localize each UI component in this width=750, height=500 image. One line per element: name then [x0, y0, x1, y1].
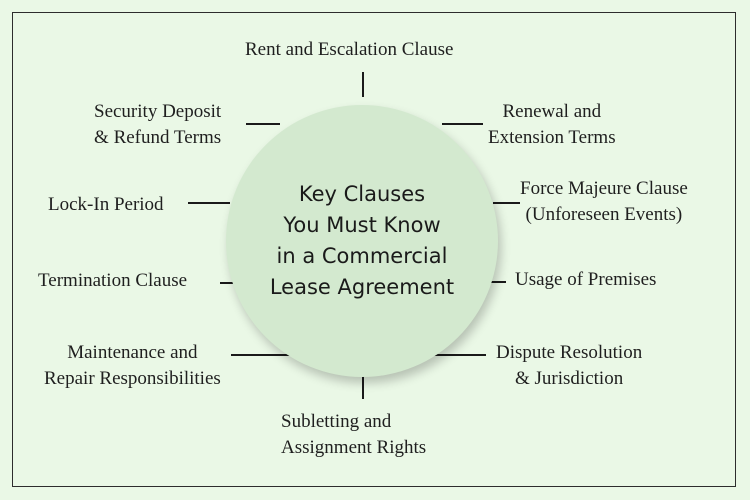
- clause-force-majeure: Force Majeure Clause (Unforeseen Events): [520, 178, 688, 225]
- clause-subletting-assignment: Subletting and Assignment Rights: [281, 411, 427, 458]
- clause-security-deposit: Security Deposit & Refund Terms: [94, 101, 222, 148]
- clause-maintenance-repair: Maintenance and Repair Responsibilities: [44, 342, 221, 389]
- clause-rent-escalation: Rent and Escalation Clause: [245, 39, 454, 60]
- diagram-frame: [12, 12, 736, 487]
- clause-usage-of-premises: Usage of Premises: [515, 269, 657, 290]
- clause-termination: Termination Clause: [38, 270, 188, 291]
- central-topic-circle: Key Clauses You Must Know in a Commercia…: [226, 105, 498, 377]
- clause-dispute-resolution: Dispute Resolution & Jurisdiction: [496, 342, 643, 389]
- central-topic-text: Key Clauses You Must Know in a Commercia…: [269, 182, 455, 299]
- clause-renewal-extension: Renewal and Extension Terms: [488, 101, 616, 148]
- clause-lock-in-period: Lock-In Period: [48, 194, 164, 215]
